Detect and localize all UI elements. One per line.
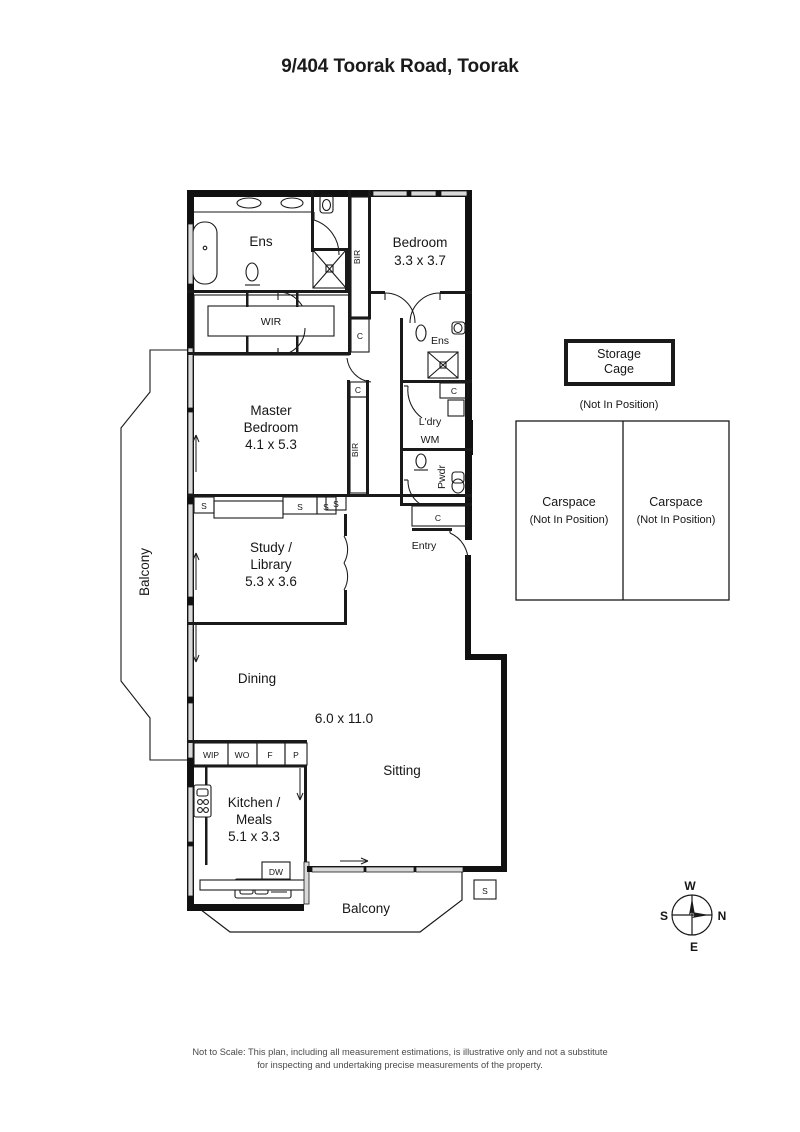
compass-west-label: W <box>684 879 696 893</box>
entry-label: Entry <box>412 540 437 552</box>
storage-cage-label-1: Storage <box>597 347 641 361</box>
kitchen-label-1: Kitchen / <box>228 795 281 810</box>
balcony-west-label: Balcony <box>137 548 152 596</box>
disclaimer-text: Not to Scale: This plan, including all m… <box>0 1046 800 1072</box>
sitting-label: Sitting <box>383 763 421 778</box>
powder-room: Pwdr <box>400 453 472 506</box>
closet-c-1-label: C <box>357 331 363 341</box>
carspace-boxes: Carspace (Not In Position) Carspace (Not… <box>515 420 730 601</box>
kitchen-label-2: Meals <box>236 812 272 827</box>
wip-label: WIP <box>203 750 219 760</box>
bedroom-2-label: Bedroom <box>393 235 448 250</box>
study-dimensions: 5.3 x 3.6 <box>245 574 297 589</box>
carspace-left-note: (Not In Position) <box>530 514 609 526</box>
ensuite-master-label: Ens <box>249 234 273 249</box>
bedroom-2-dimensions: 3.3 x 3.7 <box>394 253 446 268</box>
compass-south-label: S <box>660 909 668 923</box>
storage-row: S S S S <box>187 494 472 519</box>
bedroom-2: Bedroom 3.3 x 3.7 <box>371 190 472 324</box>
ensuite-master-room: Ens <box>187 190 349 321</box>
closet-c-4-label: C <box>355 385 361 395</box>
bir-top-label: BIR <box>352 250 362 264</box>
balcony-west-outline: Balcony <box>120 349 188 761</box>
storage-s2-label: S <box>297 502 303 512</box>
storage-s5-label: S <box>482 886 488 896</box>
storage-cage-label-2: Cage <box>604 362 634 376</box>
storage-cage-note: (Not In Position) <box>580 399 659 411</box>
disclaimer-line-1: Not to Scale: This plan, including all m… <box>192 1047 608 1057</box>
entry-closet: C <box>400 383 469 527</box>
balcony-south-outline: Balcony <box>187 870 463 933</box>
dining-label: Dining <box>238 671 276 686</box>
compass-north-label: N <box>718 909 727 923</box>
laundry-label: L'dry <box>419 416 442 428</box>
wall-oven-label: WO <box>235 750 250 760</box>
page-title: 9/404 Toorak Road, Toorak <box>281 56 519 77</box>
pantry-label: P <box>293 750 299 760</box>
powder-room-label: Pwdr <box>436 465 448 489</box>
kitchen-block: WIP WO F P Kitchen / Meals 5.1 x 3 <box>187 740 310 905</box>
entry-area: Entry <box>412 528 469 563</box>
closet-c-2-label: C <box>451 386 457 396</box>
compass-east-label: E <box>690 940 698 954</box>
wir-label: WIR <box>261 316 282 328</box>
laundry-area: C L'dry WM <box>400 382 473 455</box>
master-bedroom-label-1: Master <box>250 403 292 418</box>
dishwasher-label: DW <box>269 867 283 877</box>
carspace-right-label: Carspace <box>649 495 703 509</box>
master-bedroom-dimensions: 4.1 x 5.3 <box>245 437 297 452</box>
sliding-door-arrows <box>192 434 200 663</box>
bir-master: BIR C <box>346 357 372 494</box>
disclaimer-line-2: for inspecting and undertaking precise m… <box>257 1060 543 1070</box>
west-window-wall <box>187 347 200 897</box>
storage-cage-box: Storage Cage (Not In Position) <box>564 339 675 411</box>
storage-s4-label: S <box>333 499 339 509</box>
study-label-2: Library <box>250 557 292 572</box>
carspace-right-note: (Not In Position) <box>637 514 716 526</box>
bir-master-label: BIR <box>350 443 360 457</box>
compass-rose: W N E S <box>660 879 726 954</box>
closet-c-3-label: C <box>435 513 441 523</box>
study-library: Study / Library 5.3 x 3.6 <box>187 514 349 625</box>
carspace-left-label: Carspace <box>542 495 596 509</box>
master-bedroom: Master Bedroom 4.1 x 5.3 <box>244 403 299 452</box>
washing-machine-label: WM <box>421 434 440 446</box>
dining-sitting-area: Dining 6.0 x 11.0 Sitting <box>238 671 421 778</box>
study-label-1: Study / <box>250 540 292 555</box>
south-window-wall: S <box>307 857 497 900</box>
master-bedroom-label-2: Bedroom <box>244 420 299 435</box>
wir-room: WIR <box>187 293 350 356</box>
fridge-label: F <box>267 750 272 760</box>
ensuite-second: Ens <box>400 318 472 383</box>
bir-top: BIR C <box>348 190 371 355</box>
balcony-south-label: Balcony <box>342 901 390 916</box>
ensuite-second-label: Ens <box>431 335 449 347</box>
sitting-dimensions: 6.0 x 11.0 <box>315 711 373 726</box>
storage-s1-label: S <box>201 501 207 511</box>
kitchen-dimensions: 5.1 x 3.3 <box>228 829 280 844</box>
